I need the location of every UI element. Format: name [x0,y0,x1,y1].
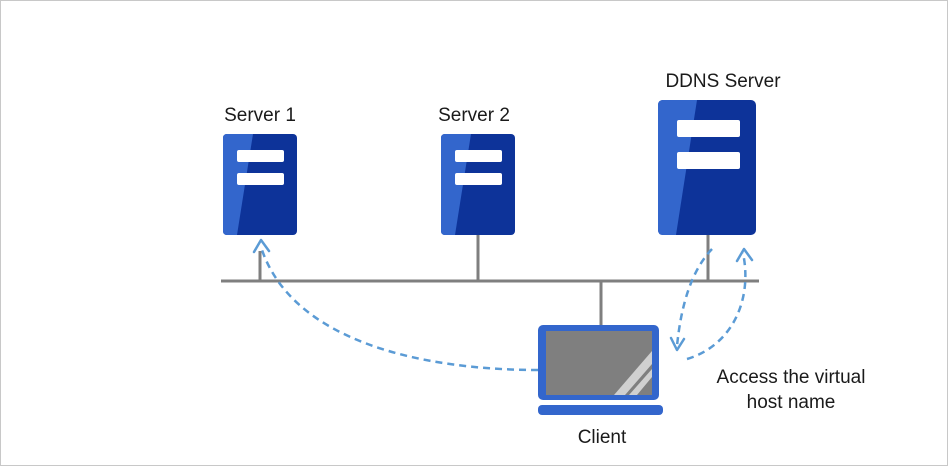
access-annotation: Access the virtual host name [717,367,866,413]
client: Client [538,325,663,448]
server-1-label: Server 1 [224,105,296,126]
server-1-icon [223,134,297,235]
network-lines [221,234,759,325]
annotation-line-2: host name [747,392,836,413]
ddns-query-arrows [669,247,754,361]
server-1: Server 1 [223,105,297,235]
server-2-label: Server 2 [438,105,510,126]
laptop-icon [538,325,663,415]
client-label: Client [578,427,627,448]
ddns-server: DDNS Server [658,71,781,235]
annotation-line-1: Access the virtual [717,367,866,388]
access-server1-arrow [252,238,539,372]
server-2-icon [441,134,515,235]
ddns-server-icon [658,100,756,235]
server-2: Server 2 [438,105,515,235]
ddns-server-label: DDNS Server [665,71,781,92]
